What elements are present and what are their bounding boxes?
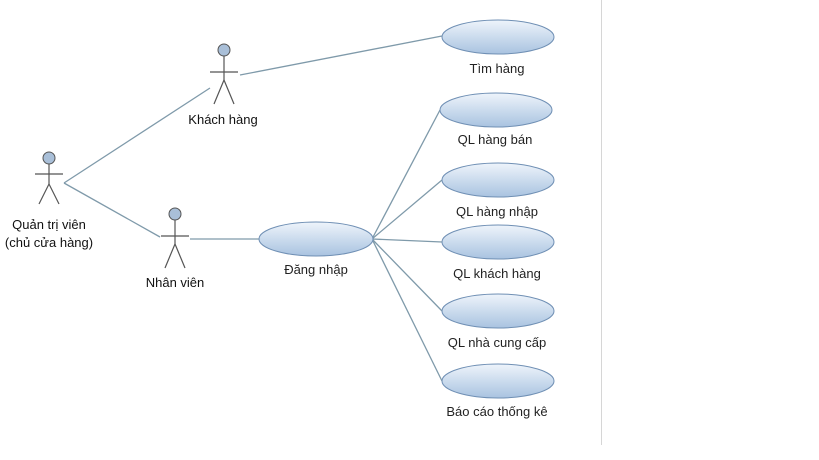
usecase-manage-suppliers-label: QL nhà cung cấp	[448, 335, 547, 350]
actor-admin-label-line1: Quản trị viên	[12, 217, 86, 232]
link-admin-customer	[63, 87, 211, 184]
actor-staff-label: Nhân viên	[146, 275, 205, 290]
page-divider	[601, 0, 602, 445]
actor-customer-figure	[210, 43, 238, 105]
link-login-manage-imports	[371, 179, 443, 240]
usecase-find-goods[interactable]: Tìm hàng	[441, 19, 555, 76]
usecase-login-label: Đăng nhập	[284, 262, 348, 277]
usecase-manage-sales[interactable]: QL hàng bán	[439, 92, 553, 147]
usecase-reports-label: Báo cáo thống kê	[446, 404, 547, 419]
usecase-login[interactable]: Đăng nhập	[258, 221, 374, 277]
link-login-manage-customers	[371, 238, 443, 243]
actor-staff-figure	[161, 207, 189, 269]
actor-admin[interactable]: Quản trị viên (chủ cửa hàng)	[5, 151, 93, 250]
usecase-manage-sales-shape	[439, 92, 553, 128]
usecase-manage-customers[interactable]: QL khách hàng	[441, 224, 555, 281]
usecase-manage-customers-shape	[441, 224, 555, 260]
usecase-manage-suppliers[interactable]: QL nhà cung cấp	[441, 293, 555, 350]
usecase-manage-customers-label: QL khách hàng	[453, 266, 541, 281]
link-customer-find-goods	[239, 35, 443, 76]
usecase-find-goods-label: Tìm hàng	[470, 61, 525, 76]
link-login-manage-sales	[371, 109, 441, 240]
usecase-manage-suppliers-shape	[441, 293, 555, 329]
link-login-reports	[371, 238, 443, 382]
usecase-manage-imports-label: QL hàng nhập	[456, 204, 538, 219]
usecase-reports[interactable]: Báo cáo thống kê	[441, 363, 555, 419]
actor-staff[interactable]: Nhân viên	[146, 207, 205, 290]
actor-admin-figure	[35, 151, 63, 205]
actor-customer-label: Khách hàng	[188, 112, 257, 127]
usecase-manage-imports-shape	[441, 162, 555, 198]
link-admin-staff	[63, 182, 161, 238]
actor-admin-label-line2: (chủ cửa hàng)	[5, 235, 93, 250]
usecase-manage-imports[interactable]: QL hàng nhập	[441, 162, 555, 219]
usecase-find-goods-shape	[441, 19, 555, 55]
actor-customer[interactable]: Khách hàng	[188, 43, 258, 127]
usecase-manage-sales-label: QL hàng bán	[458, 132, 533, 147]
usecase-reports-shape	[441, 363, 555, 399]
association-lines	[63, 35, 443, 382]
usecase-login-shape	[258, 221, 374, 257]
link-login-manage-suppliers	[371, 238, 443, 312]
